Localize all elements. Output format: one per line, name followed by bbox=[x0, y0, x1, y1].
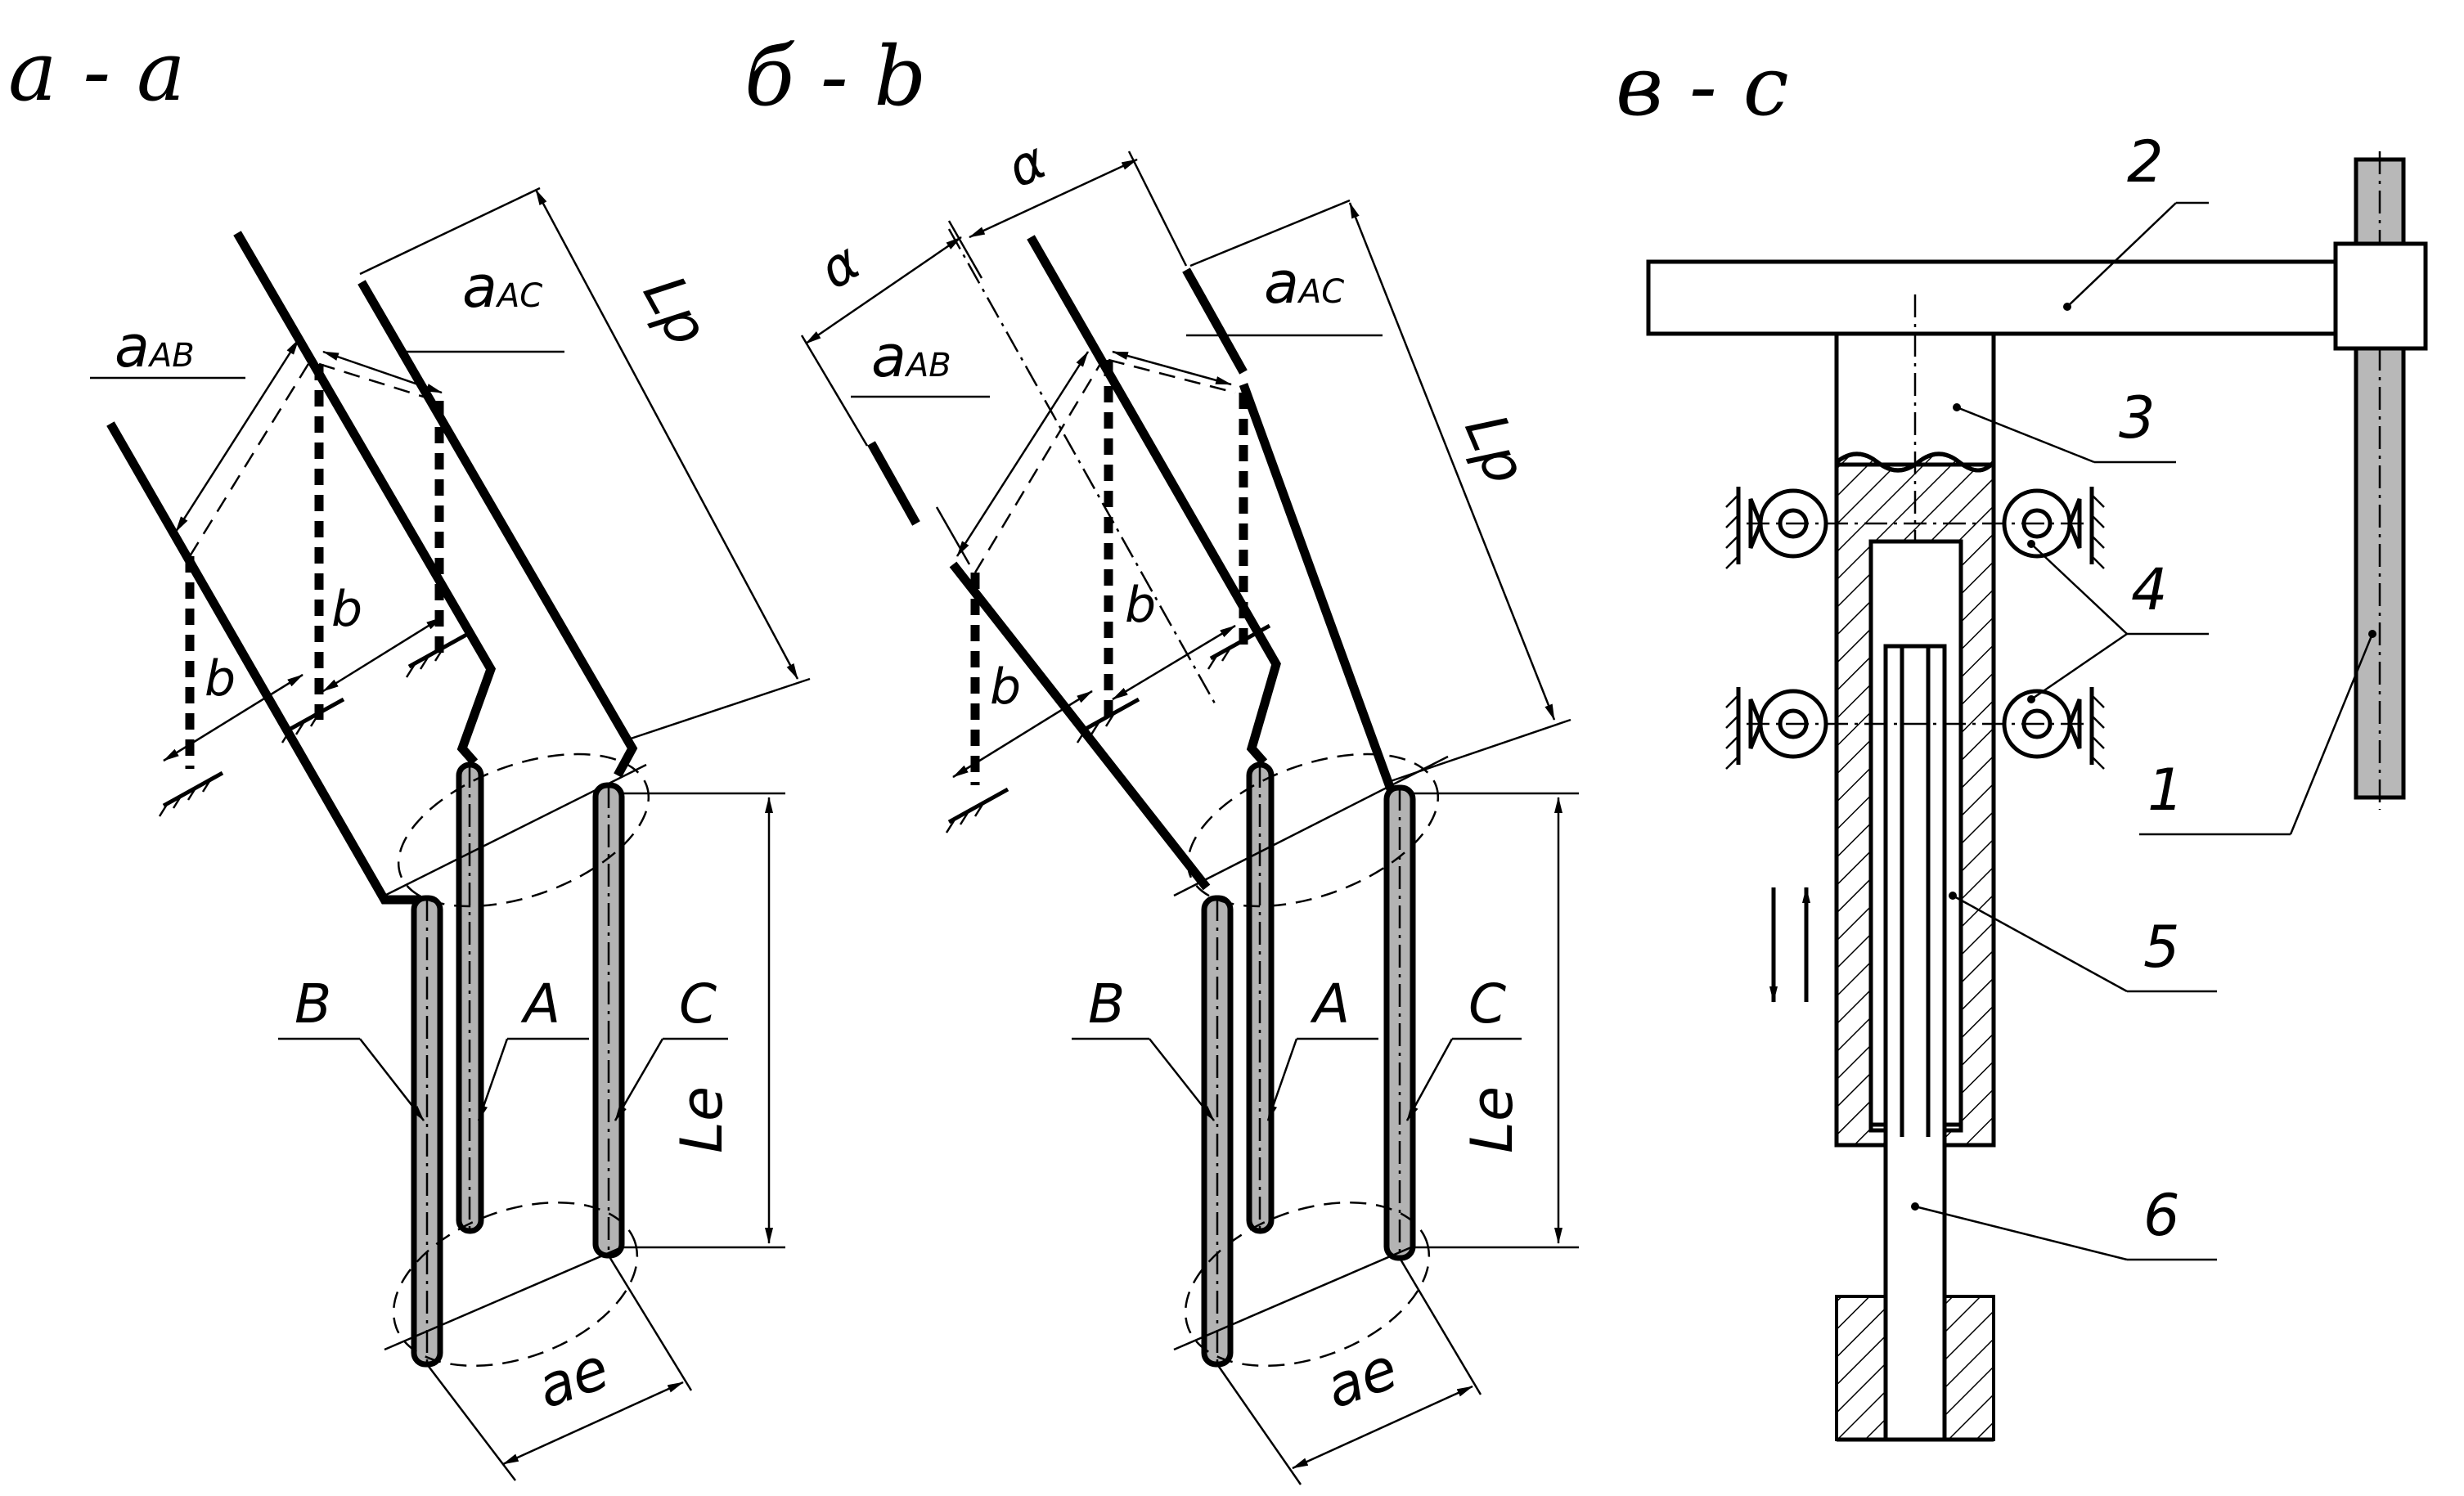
label-b-left: b bbox=[205, 650, 236, 708]
dim-lp bbox=[534, 189, 799, 680]
dim-ae-b bbox=[1292, 1385, 1473, 1470]
profile-line-middle-b bbox=[1027, 235, 1281, 766]
dim-lp-b bbox=[1348, 202, 1556, 721]
label-a-ab: aAB bbox=[115, 313, 195, 380]
dim-b-right bbox=[322, 616, 443, 693]
ellipse-top bbox=[397, 752, 650, 908]
label-electrode-b-b: B bbox=[1088, 973, 1125, 1036]
label-alpha-1: α bbox=[809, 231, 870, 301]
dim-a-ac bbox=[322, 350, 443, 394]
profile-line-left-b2 bbox=[949, 561, 1211, 891]
part-number-1: 1 bbox=[2147, 757, 2184, 824]
profile-line-right-b bbox=[1182, 267, 1248, 375]
roller-right-bottom bbox=[2002, 687, 2105, 770]
label-a-ab-b: aAB bbox=[871, 323, 951, 390]
part-number-2: 2 bbox=[2127, 128, 2164, 195]
profile-line-left bbox=[106, 421, 421, 905]
label-le: Le bbox=[668, 1086, 735, 1153]
label-electrode-b: B bbox=[295, 973, 331, 1036]
section-title-c-c: в - c bbox=[1616, 38, 1789, 134]
dim-a-ac-b bbox=[1112, 350, 1232, 386]
part-number-6: 6 bbox=[2143, 1182, 2180, 1249]
section-title-b-b: б - b bbox=[744, 29, 926, 124]
profile-line-left-b bbox=[867, 441, 920, 526]
rod-part-6 bbox=[1883, 644, 1947, 1442]
section-a-a: a - a aAB bbox=[8, 24, 811, 1481]
label-a-ac-b: aAC bbox=[1264, 249, 1344, 317]
part-number-3: 3 bbox=[2119, 384, 2156, 451]
label-b-right-b: b bbox=[1125, 577, 1156, 634]
label-a-ac: aAC bbox=[462, 254, 542, 321]
arm-part-2 bbox=[1646, 259, 2338, 336]
dim-a-ab bbox=[174, 339, 300, 532]
section-c-c: в - c bbox=[1616, 38, 2428, 1442]
roller-left-top bbox=[1725, 487, 1828, 569]
profile-line-right-b2 bbox=[1239, 383, 1396, 791]
label-lp: Lp bbox=[630, 264, 722, 357]
label-electrode-c-b: C bbox=[1468, 973, 1506, 1036]
label-le-b: Le bbox=[1459, 1086, 1526, 1153]
label-alpha-2: α bbox=[998, 131, 1055, 200]
label-ae: ae bbox=[528, 1335, 618, 1422]
profile-line-middle bbox=[233, 231, 497, 766]
dim-alpha-1 bbox=[805, 236, 962, 345]
dim-alpha-2 bbox=[969, 158, 1138, 239]
label-electrode-a-b: A bbox=[1310, 973, 1350, 1036]
ellipse-bottom bbox=[392, 1201, 639, 1368]
part-number-5: 5 bbox=[2143, 914, 2180, 981]
section-b-b: б - b α bbox=[744, 29, 1579, 1485]
label-b-left-b: b bbox=[990, 658, 1021, 716]
label-ae-b: ae bbox=[1317, 1335, 1406, 1422]
dashed-guide-ab bbox=[188, 359, 312, 557]
roller-left-bottom bbox=[1725, 687, 1828, 770]
part-number-4: 4 bbox=[2131, 556, 2168, 623]
dim-a-ab-b bbox=[955, 351, 1090, 557]
label-electrode-c: C bbox=[679, 973, 717, 1036]
dim-b-left bbox=[163, 673, 304, 762]
label-lp-b: Lp bbox=[1451, 405, 1540, 494]
section-title-a-a: a - a bbox=[8, 24, 186, 119]
profile-line-right bbox=[357, 280, 638, 778]
label-b-right: b bbox=[331, 581, 362, 638]
dim-ae bbox=[502, 1381, 684, 1466]
roller-right-top bbox=[2002, 487, 2105, 569]
label-electrode-a: A bbox=[520, 973, 560, 1036]
column-clamp bbox=[2333, 241, 2428, 351]
